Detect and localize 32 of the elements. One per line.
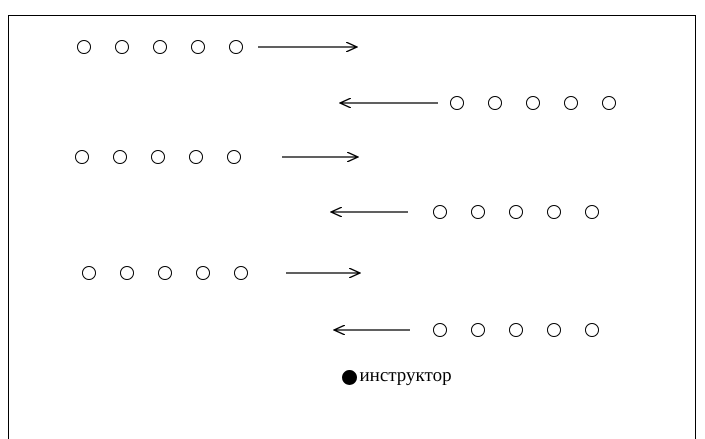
circle-marker: [564, 96, 578, 110]
circle-marker: [585, 205, 599, 219]
circle-marker: [471, 205, 485, 219]
circle-marker: [602, 96, 616, 110]
circle-marker: [75, 150, 89, 164]
circle-marker: [153, 40, 167, 54]
circle-marker: [433, 205, 447, 219]
circle-marker: [509, 323, 523, 337]
circle-marker: [229, 40, 243, 54]
circle-marker: [82, 266, 96, 280]
circle-marker: [509, 205, 523, 219]
dot-caption: инструктор: [360, 365, 452, 387]
circle-marker: [113, 150, 127, 164]
circle-marker: [120, 266, 134, 280]
circle-marker: [196, 266, 210, 280]
circle-marker: [547, 205, 561, 219]
circle-marker: [488, 96, 502, 110]
circle-marker: [227, 150, 241, 164]
circle-marker: [547, 323, 561, 337]
circle-marker: [526, 96, 540, 110]
circle-marker: [471, 323, 485, 337]
filled-dot: [342, 370, 356, 384]
circle-marker: [115, 40, 129, 54]
circle-marker: [77, 40, 91, 54]
circle-marker: [158, 266, 172, 280]
circle-marker: [433, 323, 447, 337]
circle-marker: [191, 40, 205, 54]
circle-marker: [585, 323, 599, 337]
circle-marker: [189, 150, 203, 164]
circle-marker: [234, 266, 248, 280]
circle-marker: [450, 96, 464, 110]
circle-marker: [151, 150, 165, 164]
